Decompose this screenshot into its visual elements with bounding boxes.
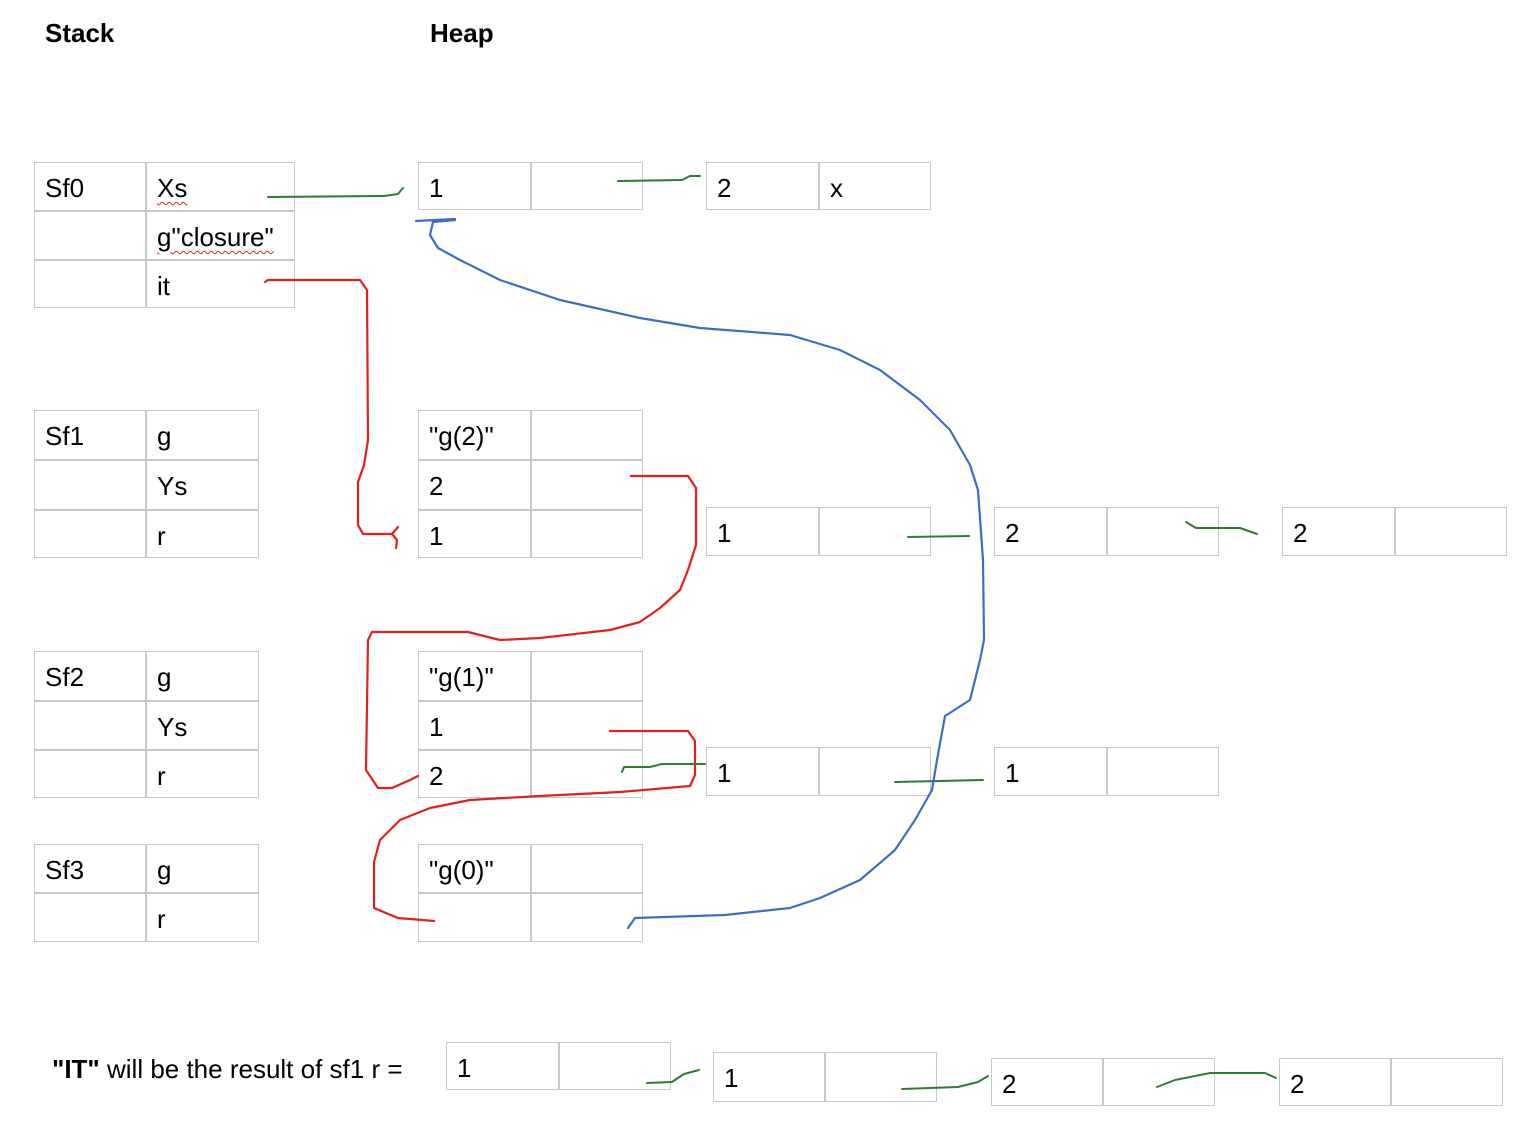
heap-cell: "g(2)" bbox=[418, 410, 531, 460]
stack-var: r bbox=[146, 893, 259, 942]
list-node-next bbox=[1107, 747, 1219, 796]
list-node-next bbox=[1391, 1058, 1503, 1106]
heap-heading: Heap bbox=[430, 18, 494, 48]
closure-pointer-g0-to-xs bbox=[414, 217, 986, 930]
stack-var: g bbox=[146, 410, 259, 460]
list-node-value: 1 bbox=[418, 162, 531, 210]
frame-label-empty bbox=[34, 260, 146, 308]
list-node-next bbox=[819, 507, 931, 556]
list-node-next bbox=[1395, 507, 1507, 556]
heap-cell-empty bbox=[531, 844, 643, 893]
stack-var: r bbox=[146, 510, 259, 558]
stack-var: it bbox=[146, 260, 295, 308]
list-node-value: 2 bbox=[706, 162, 819, 210]
list-node-next bbox=[559, 1042, 671, 1090]
frame-label-empty bbox=[34, 460, 146, 510]
result-label-prefix: "IT" bbox=[52, 1054, 100, 1084]
list-node-value: 1 bbox=[713, 1052, 825, 1102]
heap-cell: 1 bbox=[418, 701, 531, 750]
stack-var: Xs bbox=[146, 162, 295, 211]
result-label: "IT" will be the result of sf1 r = bbox=[52, 1054, 403, 1085]
frame-label-empty bbox=[34, 893, 146, 942]
frame-label-empty bbox=[34, 510, 146, 558]
list-node-next: x bbox=[819, 162, 931, 210]
heap-cell-empty bbox=[531, 651, 643, 701]
list-node-next bbox=[1103, 1058, 1215, 1106]
stack-var: g bbox=[146, 651, 259, 701]
heap-cell-empty bbox=[531, 460, 643, 510]
frame-label-empty bbox=[34, 701, 146, 750]
stack-var: g"closure" bbox=[146, 211, 295, 260]
result-label-text: will be the result of sf1 r = bbox=[99, 1054, 403, 1084]
list-node-value: 1 bbox=[706, 507, 819, 556]
heap-cell-empty bbox=[531, 893, 643, 942]
list-node-next bbox=[825, 1052, 937, 1102]
list-node-value: 1 bbox=[706, 747, 819, 796]
list-node-value: 2 bbox=[994, 507, 1107, 556]
heap-cell-empty bbox=[531, 410, 643, 460]
stack-var: Ys bbox=[146, 460, 259, 510]
heap-cell-empty bbox=[531, 701, 643, 750]
stack-var-label: Xs bbox=[157, 173, 188, 203]
frame-label: Sf3 bbox=[34, 844, 146, 893]
heap-cell: 2 bbox=[418, 460, 531, 510]
stack-var-label: g"closure" bbox=[157, 222, 274, 252]
stack-heading: Stack bbox=[45, 18, 115, 48]
stack-var: r bbox=[146, 750, 259, 798]
list-node-value: 2 bbox=[1282, 507, 1395, 556]
stack-var: g bbox=[146, 844, 259, 893]
frame-label-empty bbox=[34, 750, 146, 798]
list-node-value: 1 bbox=[446, 1042, 559, 1090]
frame-label: Sf2 bbox=[34, 651, 146, 701]
heap-cell: 2 bbox=[418, 750, 531, 798]
list-node-next bbox=[819, 747, 931, 796]
frame-label: Sf1 bbox=[34, 410, 146, 460]
list-node-value: 2 bbox=[991, 1058, 1103, 1106]
heap-cell: 1 bbox=[418, 510, 531, 558]
list-node-next bbox=[1107, 507, 1219, 556]
list-node-next bbox=[531, 162, 643, 210]
heap-cell bbox=[418, 893, 531, 942]
list-node-value: 1 bbox=[994, 747, 1107, 796]
heap-cell-empty bbox=[531, 510, 643, 558]
stack-var: Ys bbox=[146, 701, 259, 750]
frame-label: Sf0 bbox=[34, 162, 146, 211]
heap-cell: "g(1)" bbox=[418, 651, 531, 701]
heap-cell: "g(0)" bbox=[418, 844, 531, 893]
pointer-it-to-g2 bbox=[263, 278, 400, 550]
list-node-value: 2 bbox=[1279, 1058, 1391, 1106]
heap-cell-empty bbox=[531, 750, 643, 798]
frame-label-empty bbox=[34, 211, 146, 260]
